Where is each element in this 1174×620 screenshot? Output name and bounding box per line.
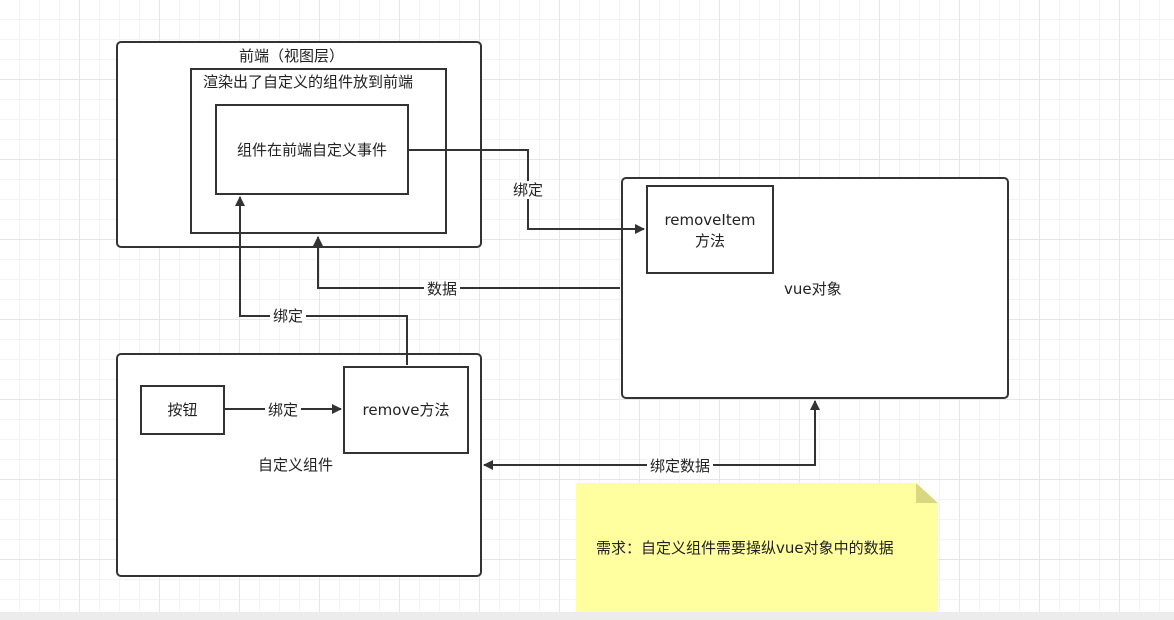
bottom-scrollbar[interactable] — [0, 612, 1174, 620]
remove-method-box[interactable] — [343, 366, 469, 454]
vue-object-label: vue对象 — [784, 280, 842, 298]
remove-item-box[interactable] — [646, 185, 774, 274]
requirement-note[interactable] — [576, 483, 938, 614]
button-label: 按钮 — [167, 401, 198, 419]
edge-label-bind-top: 绑定 — [510, 181, 547, 199]
edge-remove-to-event — [235, 196, 408, 365]
render-label: 渲染出了自定义的组件放到前端 — [203, 73, 414, 91]
edge-label-bind-left: 绑定 — [270, 307, 307, 325]
remove-item-label-line1: removeItem — [664, 211, 756, 229]
custom-event-label: 组件在前端自定义事件 — [236, 141, 387, 159]
custom-event-box[interactable] — [215, 104, 409, 195]
edge-label-data: 数据 — [424, 280, 461, 298]
edge-label-bind-button: 绑定 — [265, 401, 302, 419]
requirement-note-text: 需求：自定义组件需要操纵vue对象中的数据 — [596, 539, 894, 557]
edge-vue-to-frontend — [313, 236, 620, 289]
frontend-title: 前端（视图层） — [239, 47, 345, 65]
remove-item-label-line2: 方法 — [694, 232, 725, 250]
edge-label-bind-data: 绑定数据 — [647, 457, 714, 475]
button-box[interactable] — [140, 385, 225, 435]
custom-component-label: 自定义组件 — [258, 456, 334, 474]
remove-method-label: remove方法 — [362, 401, 450, 419]
edge-bind-data-up — [700, 400, 820, 466]
